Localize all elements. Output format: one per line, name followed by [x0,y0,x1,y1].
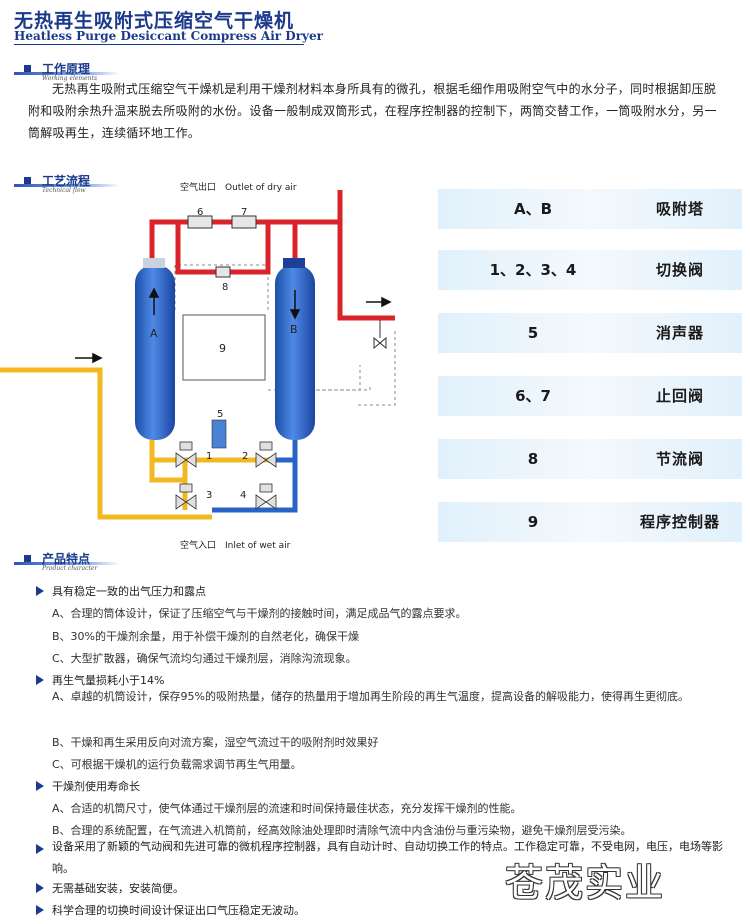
muffler-5-label: 5 [217,409,224,420]
heading-cn: 工艺流程 [42,174,91,188]
switch-valve-1-icon [175,452,197,468]
feature-title: 科学合理的切换时间设计保证出口气压稳定无波动。 [52,904,305,917]
legend-key: 6、7 [515,387,551,405]
tower-b-pipe [212,440,298,513]
legend-value: 程序控制器 [639,513,720,531]
feature-title: 具有稳定一致的出气压力和露点 [52,585,206,598]
valve-actuator-icon [259,441,273,451]
triangle-bullet-icon [36,883,44,893]
feature-title: 干燥剂使用寿命长 [52,780,140,793]
check-valve-6-icon [187,215,213,229]
feature-sub-item: B、30%的干燥剂余量，用于补偿干燥剂的自然老化，确保干燥 [52,630,359,643]
heading-en: Working elements [42,75,98,82]
legend-key: 9 [527,513,539,531]
legend-value: 止回阀 [655,387,704,405]
wet-air-pipe [0,367,268,520]
triangle-bullet-icon [36,905,44,915]
process-flow-diagram [0,190,396,520]
page-title: 无热再生吸附式压缩空气干燥机 [14,10,295,32]
valve-1-label: 1 [206,451,213,462]
heading-en: Product character [42,565,98,572]
valve-actuator-icon [179,483,193,493]
legend-key: 1、2、3、4 [489,261,577,279]
valve-4-label: 4 [240,490,247,501]
valve-actuator-icon [259,483,273,493]
check-valve-7-label: 7 [241,207,248,218]
muffler-icon [211,419,227,449]
tower-b [275,258,315,440]
company-watermark: 苍茂实业 [505,861,666,905]
switch-valve-3-icon [175,494,197,510]
flow-arrows [75,287,392,364]
legend-row: 5 消声器 [438,313,742,353]
feature-sub-item: A、合理的筒体设计，保证了压缩空气与干燥剂的接触时间，满足成品气的露点要求。 [52,607,467,620]
valve-2-label: 2 [242,451,249,462]
page-subtitle-en: Heatless Purge Desiccant Compress Air Dr… [14,29,323,43]
throttle-valve-8-icon [215,266,231,278]
valve-3-label: 3 [206,490,213,501]
inlet-label: 空气入口 Inlet of wet air [180,541,291,551]
feature-sub-item: A、卓越的机筒设计，保存95%的吸附热量，储存的热量用于增加再生阶段的再生气温度… [52,690,689,703]
heading-cn: 工作原理 [42,62,91,76]
throttle-valve-8-label: 8 [222,282,229,293]
check-valve-7-icon [231,215,257,229]
tower-a [135,258,175,440]
drain-valve-icon [373,336,387,350]
legend-row: 1、2、3、4 切换阀 [438,250,742,290]
legend-key: 5 [527,324,539,342]
heading-bar [14,72,120,75]
dry-air-pipe [149,219,395,321]
feature-sub-item: C、可根据干燥机的运行负载需求调节再生气用量。 [52,758,302,771]
outlet-label: 空气出口 Outlet of dry air [180,183,297,193]
feature-sub-item: B、合理的系统配置，在气流进入机筒前，经高效除油处理即时清除气流中内含油份与重污… [52,824,632,837]
legend-value: 消声器 [655,324,704,342]
program-controller-box [182,314,266,381]
check-valve-6-label: 6 [197,207,204,218]
feature-title: 设备采用了新颖的气动阀和先进可靠的微机程序控制器，具有自动计时、自动切换工作的特… [52,840,723,875]
feature-sub-item: B、干燥和再生采用反向对流方案，湿空气流过干的吸附剂时效果好 [52,736,379,749]
switching-valves [175,441,277,510]
heading-bullet-icon [24,177,31,184]
legend-row: 8 节流阀 [438,439,742,479]
legend-key: A、B [513,200,553,218]
controller-9-label: 9 [219,342,226,355]
legend-value: 节流阀 [655,450,704,468]
heading-bar [14,562,120,565]
feature-title: 再生气量损耗小于14% [52,674,165,687]
heading-cn: 产品特点 [42,552,91,566]
tower-b-label: B [290,323,298,336]
legend-row: A、B 吸附塔 [438,189,742,229]
title-divider [14,44,304,45]
legend-value: 切换阀 [655,261,704,279]
tower-a-label: A [150,327,158,340]
triangle-bullet-icon [36,586,44,596]
legend-row: 9 程序控制器 [438,502,742,542]
valve-actuator-icon [179,441,193,451]
triangle-bullet-icon [36,675,44,685]
heading-bar [14,184,120,187]
legend-value: 吸附塔 [655,200,704,218]
heading-en: Technical flow [42,187,86,194]
heading-bullet-icon [24,555,31,562]
feature-sub-item: C、大型扩散器，确保气流均匀通过干燥剂层，消除沟流现象。 [52,652,357,665]
principle-text: 无热再生吸附式压缩空气干燥机是利用干燥剂材料本身所具有的微孔，根据毛细作用吸附空… [28,82,717,140]
feature-title: 无需基础安装，安装简便。 [52,882,184,895]
feature-sub-item: A、合适的机筒尺寸，使气体通过干燥剂层的流速和时间保持最佳状态，充分发挥干燥剂的… [52,802,522,815]
triangle-bullet-icon [36,844,44,854]
legend-row: 6、7 止回阀 [438,376,742,416]
heading-bullet-icon [24,65,31,72]
triangle-bullet-icon [36,781,44,791]
legend-key: 8 [527,450,539,468]
switch-valve-2-icon [255,452,277,468]
switch-valve-4-icon [255,494,277,510]
